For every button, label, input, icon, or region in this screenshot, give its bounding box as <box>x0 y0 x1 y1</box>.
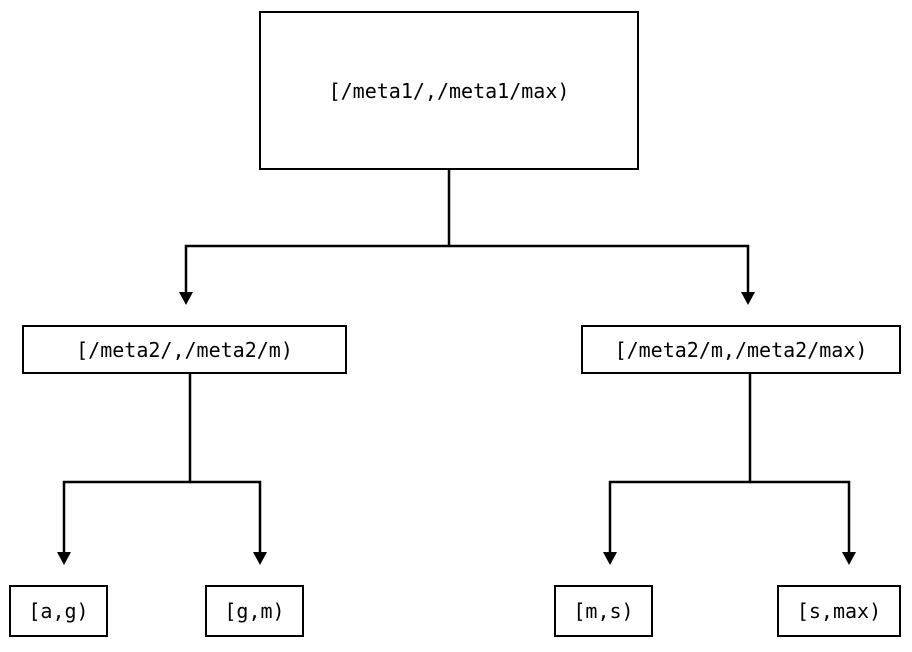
tree-node-leaf[interactable]: [m,s) <box>554 585 653 637</box>
edge-mid-right-to-leaf-3 <box>750 480 856 565</box>
tree-node-mid-right[interactable]: [/meta2/m,/meta2/max) <box>581 325 901 374</box>
tree-node-leaf[interactable]: [a,g) <box>9 585 108 637</box>
tree-node-mid-left[interactable]: [/meta2/,/meta2/m) <box>22 325 347 374</box>
tree-node-leaf[interactable]: [g,m) <box>205 585 304 637</box>
tree-node-root[interactable]: [/meta1/,/meta1/max) <box>259 11 639 170</box>
edge-root-to-mid-right <box>449 244 755 305</box>
tree-node-leaf-label: [g,m) <box>224 599 285 623</box>
tree-node-mid-left-label: [/meta2/,/meta2/m) <box>76 337 293 362</box>
arrowhead-icon <box>253 552 267 565</box>
tree-node-mid-right-label: [/meta2/m,/meta2/max) <box>614 337 868 362</box>
tree-node-leaf-label: [a,g) <box>28 599 89 623</box>
arrowhead-icon <box>57 552 71 565</box>
tree-node-root-label: [/meta1/,/meta1/max) <box>328 78 570 103</box>
arrowhead-icon <box>179 292 193 305</box>
arrowhead-icon <box>842 552 856 565</box>
arrowhead-icon <box>741 292 755 305</box>
tree-node-leaf-label: [s,max) <box>796 599 882 623</box>
tree-node-leaf[interactable]: [s,max) <box>777 585 901 637</box>
tree-node-leaf-label: [m,s) <box>573 599 634 623</box>
edge-mid-left-to-leaf-0 <box>57 374 192 565</box>
edge-mid-right-to-leaf-2 <box>603 374 752 565</box>
edge-root-to-mid-left <box>179 170 451 305</box>
arrowhead-icon <box>603 552 617 565</box>
edge-mid-left-to-leaf-1 <box>190 480 267 565</box>
